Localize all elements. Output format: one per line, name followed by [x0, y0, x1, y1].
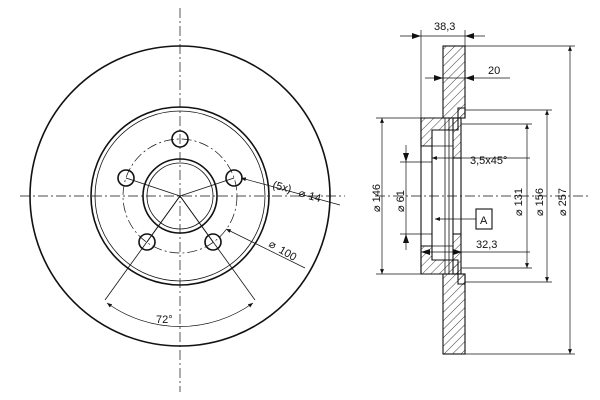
pitch-circle-leader — [225, 228, 306, 269]
bolt-hole-diameter-symbol: ⌀ — [297, 187, 307, 200]
bolt-hole — [138, 233, 156, 251]
bolt-hole-leader — [240, 177, 341, 206]
center-bore-chamfer — [146, 162, 214, 230]
disc-ring-top — [442, 45, 466, 119]
hat-outer-edge — [90, 106, 270, 286]
total-thickness-label: 38,3 — [434, 21, 455, 33]
dim-131-label: ⌀ 131 — [513, 188, 525, 216]
front-view: 72° (5x) ⌀ 14 ⌀ 100 — [20, 8, 345, 392]
datum-label: A — [480, 215, 488, 227]
vent-fins — [444, 118, 462, 274]
bolt-holes — [117, 130, 243, 251]
hat-outer-edge-inner-line — [94, 110, 266, 282]
bolt-hole — [204, 233, 222, 251]
pitch-circle-diameter-label: 100 — [277, 244, 299, 264]
pitch-circle — [122, 138, 238, 254]
angle-72-label: 72° — [156, 314, 173, 326]
disc-thickness-label: 20 — [488, 65, 500, 77]
datum-box — [475, 208, 493, 230]
dim-156-label: ⌀ 156 — [534, 188, 546, 216]
disc-ring-bottom — [442, 273, 466, 355]
bolt-hole — [117, 169, 135, 187]
bolt-hole — [171, 130, 189, 148]
bolt-hole-diameter-label: 14 — [307, 190, 322, 205]
bolt-radials — [104, 177, 256, 301]
section-view: 38,3 20 3,5x45° A 32,3 ⌀ 146 ⌀ 61 — [371, 21, 590, 355]
hat-depth-label: 32,3 — [476, 239, 497, 251]
bolt-hole-count-label: (5x) — [271, 179, 292, 195]
dim-61-label: ⌀ 61 — [395, 190, 407, 212]
dim-257-label: ⌀ 257 — [557, 188, 569, 216]
angle-72-arc — [106, 302, 254, 327]
center-bore — [142, 158, 218, 234]
disc-outer-edge — [29, 45, 331, 347]
hat-wall-top — [452, 117, 462, 159]
chamfer-label: 3,5x45° — [470, 155, 507, 167]
dim-146-label: ⌀ 146 — [371, 184, 383, 212]
